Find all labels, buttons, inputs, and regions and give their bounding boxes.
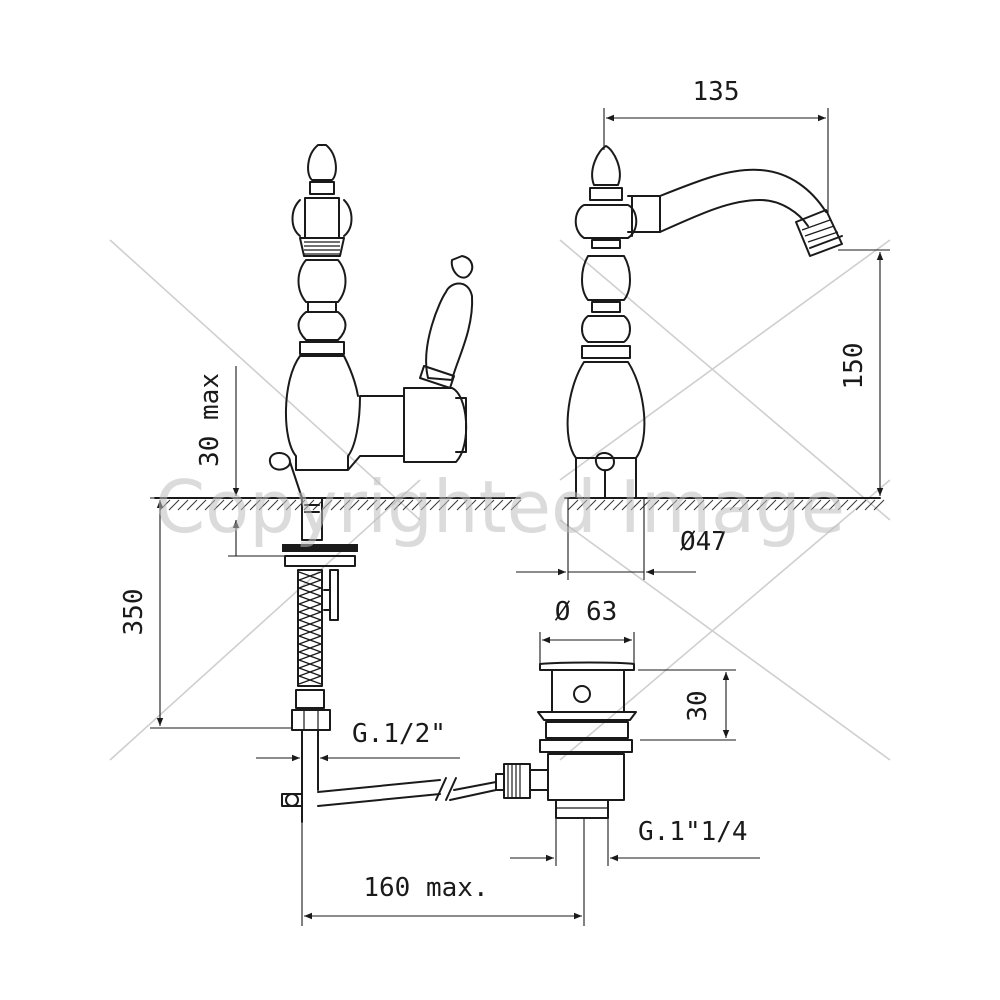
dim-deck-thickness-label: 30 max	[195, 373, 225, 467]
faucet-side-view	[268, 144, 474, 823]
dim-base-diameter-label: Ø47	[680, 527, 727, 557]
dim-hose-length-label: 350	[119, 589, 149, 636]
dim-hose-thread-label: G.1/2"	[352, 719, 446, 749]
faucet-front-view	[566, 145, 843, 499]
deck-surface	[154, 497, 885, 511]
dim-rod-length-label: 160 max.	[363, 873, 488, 903]
watermark-text: Copyrighted Image	[155, 465, 845, 549]
dim-top-reach-label: 135	[693, 77, 740, 107]
dim-spout-height-label: 150	[839, 343, 869, 390]
waste-assembly	[281, 661, 637, 819]
dim-waste-thread-label: G.1"1/4	[638, 817, 748, 847]
dim-waste-height-label: 30	[683, 690, 713, 721]
dim-waste-diameter-label: Ø 63	[555, 597, 618, 627]
dimension-lines	[150, 108, 890, 926]
